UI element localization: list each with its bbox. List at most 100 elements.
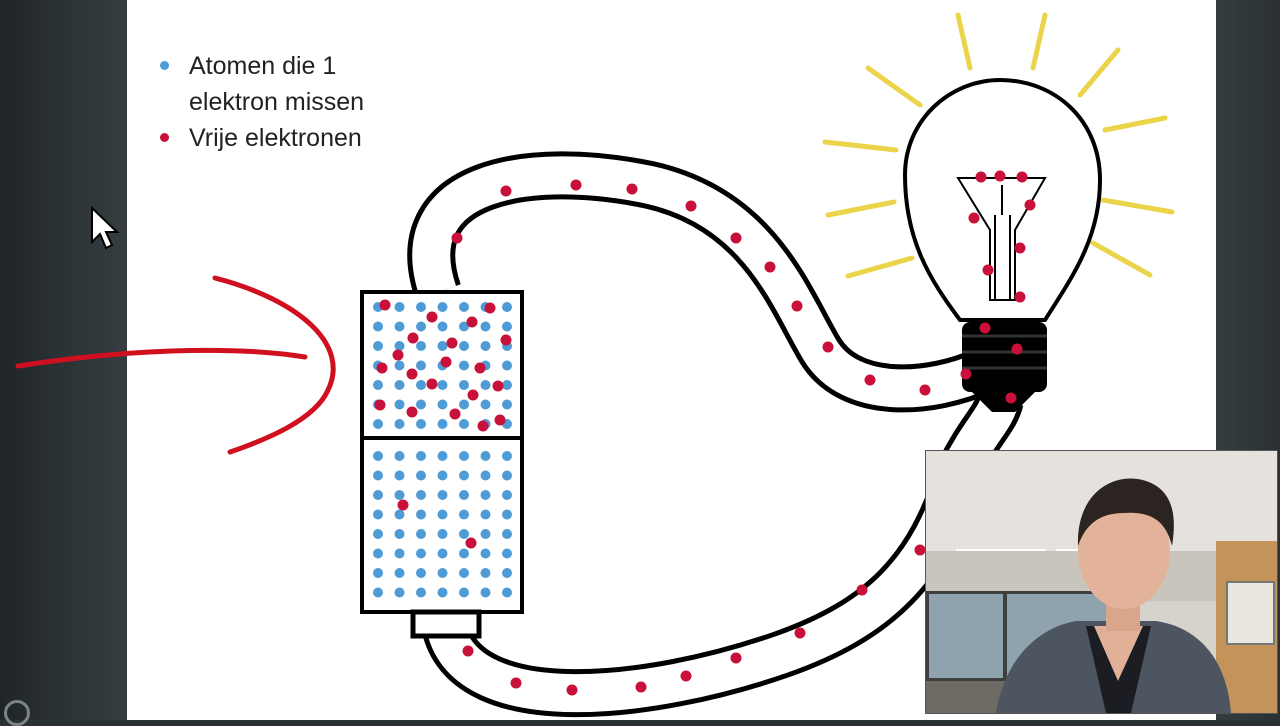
atom — [416, 549, 426, 559]
atom — [502, 302, 512, 312]
electron — [408, 333, 419, 344]
atom — [373, 510, 383, 520]
atom — [459, 529, 469, 539]
atom — [438, 549, 448, 559]
atom — [481, 451, 491, 461]
atom — [395, 529, 405, 539]
atom — [395, 400, 405, 410]
legend-label-electrons: Vrije elektronen — [189, 120, 362, 156]
light-ray — [848, 258, 912, 276]
light-ray — [1093, 243, 1150, 275]
atom — [395, 322, 405, 332]
atom — [459, 419, 469, 429]
electron — [441, 357, 452, 368]
electron — [495, 415, 506, 426]
electron — [468, 390, 479, 401]
electron — [567, 685, 578, 696]
atom — [373, 568, 383, 578]
electron — [493, 381, 504, 392]
atom — [416, 529, 426, 539]
atom — [373, 490, 383, 500]
atom — [459, 471, 469, 481]
atom — [395, 549, 405, 559]
atom — [416, 510, 426, 520]
atom — [438, 419, 448, 429]
atom — [502, 529, 512, 539]
atom — [459, 400, 469, 410]
atom — [373, 451, 383, 461]
atom — [502, 510, 512, 520]
electron — [463, 646, 474, 657]
electron — [571, 180, 582, 191]
electron — [375, 400, 386, 411]
electron — [377, 363, 388, 374]
electron — [393, 350, 404, 361]
atom — [438, 451, 448, 461]
atom — [459, 451, 469, 461]
electron — [792, 301, 803, 312]
atom — [395, 361, 405, 371]
atom — [395, 302, 405, 312]
atom — [373, 380, 383, 390]
electron — [1006, 393, 1017, 404]
atom — [395, 588, 405, 598]
atom — [416, 568, 426, 578]
electron — [407, 369, 418, 380]
light-ray — [828, 202, 894, 215]
electron — [511, 678, 522, 689]
atom — [395, 341, 405, 351]
atom — [481, 588, 491, 598]
electron — [915, 545, 926, 556]
atom — [438, 380, 448, 390]
light-ray — [825, 142, 896, 150]
electron — [501, 335, 512, 346]
atom — [416, 471, 426, 481]
atom — [438, 510, 448, 520]
atom — [438, 490, 448, 500]
electron — [1015, 292, 1026, 303]
hand-drawn-arrow — [18, 278, 333, 452]
electron — [475, 363, 486, 374]
atom — [416, 400, 426, 410]
electron — [995, 171, 1006, 182]
electron — [795, 628, 806, 639]
atom — [502, 380, 512, 390]
atom — [395, 471, 405, 481]
electron — [452, 233, 463, 244]
electron — [636, 682, 647, 693]
atom — [373, 341, 383, 351]
atom — [502, 451, 512, 461]
atom — [481, 471, 491, 481]
atom — [373, 419, 383, 429]
atom — [395, 510, 405, 520]
light-ray — [1080, 50, 1118, 95]
light-ray — [868, 68, 920, 105]
light-ray — [1105, 118, 1165, 130]
electron — [466, 538, 477, 549]
legend-item-atoms: Atomen die 1 elektron missen — [157, 48, 364, 120]
atom — [481, 322, 491, 332]
atom — [459, 588, 469, 598]
atom — [459, 302, 469, 312]
webcam-feed — [925, 450, 1278, 714]
atom — [502, 588, 512, 598]
atom — [395, 380, 405, 390]
atom — [438, 568, 448, 578]
atom — [459, 341, 469, 351]
electron — [447, 338, 458, 349]
atom — [373, 549, 383, 559]
electron — [980, 323, 991, 334]
atom — [416, 380, 426, 390]
presenter — [926, 451, 1277, 713]
atom — [395, 451, 405, 461]
atom — [416, 490, 426, 500]
atom — [373, 529, 383, 539]
electron — [686, 201, 697, 212]
atom — [459, 568, 469, 578]
mouse-pointer-icon — [90, 206, 120, 250]
electron — [450, 409, 461, 420]
electron — [823, 342, 834, 353]
light-ray — [1033, 15, 1045, 68]
atom — [481, 341, 491, 351]
electron — [765, 262, 776, 273]
